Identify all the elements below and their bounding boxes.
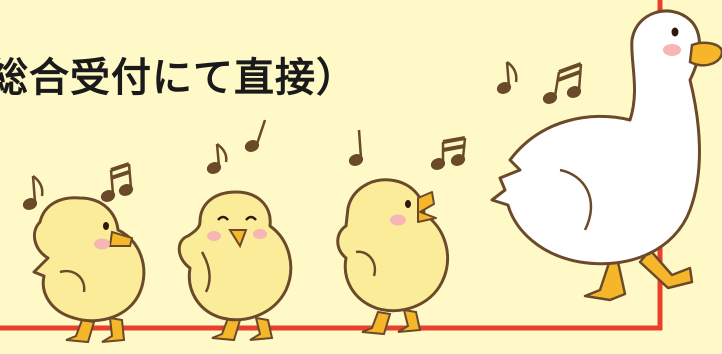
mother-duck xyxy=(490,9,722,302)
music-note-icon xyxy=(22,174,44,210)
music-note-icon xyxy=(206,142,228,174)
duckling-2 xyxy=(177,190,293,342)
duckling-3 xyxy=(336,178,450,336)
music-note-icon xyxy=(100,162,134,202)
music-note-icon xyxy=(542,62,583,104)
music-note-icon xyxy=(244,119,267,152)
duckling-1 xyxy=(32,196,146,344)
music-note-icon xyxy=(430,136,467,170)
reception-caption: 総合受付にて直接） xyxy=(0,55,357,101)
music-note-icon xyxy=(348,129,364,166)
music-note-icon xyxy=(496,60,518,94)
